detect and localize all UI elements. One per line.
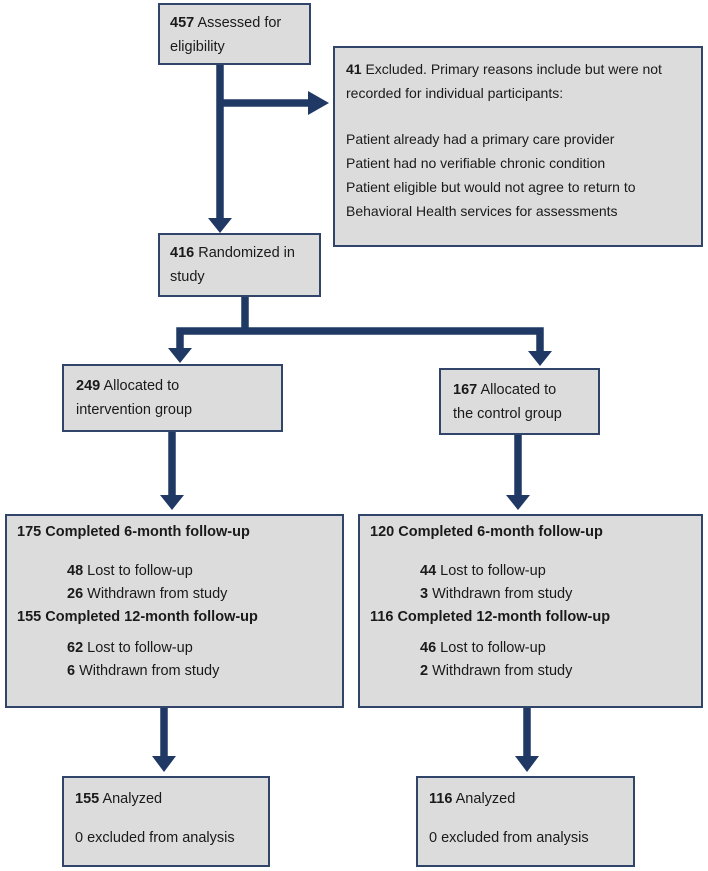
completed-12month-line: 116 Completed 12-month follow-up (370, 609, 611, 625)
arrowhead-down-icon (152, 756, 176, 772)
analyzed-control-line: 116 Analyzed (429, 791, 516, 807)
lost-6month-line: 48 Lost to follow-up (67, 563, 193, 579)
arrow-randomized-split (176, 327, 544, 352)
withdrawn-6month-line: 3 Withdrawn from study (420, 586, 573, 602)
lost-12month-line: 62 Lost to follow-up (67, 640, 193, 656)
lost-6month-line: 44 Lost to follow-up (420, 563, 546, 579)
withdrawn-12month-line: 2 Withdrawn from study (420, 663, 573, 679)
randomized-box: 416 Randomized in study (158, 233, 321, 297)
completed-6month-line: 175 Completed 6-month follow-up (17, 524, 250, 540)
excluded-count: 41 (346, 61, 362, 77)
allocated-control-box: 167 Allocated to the control group (439, 368, 600, 435)
allocated-control-count: 167 (453, 382, 478, 398)
lost-12month-line: 46 Lost to follow-up (420, 640, 546, 656)
excluded-from-analysis-line: 0 excluded from analysis (75, 830, 235, 846)
followup-intervention-box: 175 Completed 6-month follow-up 48 Lost … (5, 514, 344, 708)
excluded-from-analysis-line: 0 excluded from analysis (429, 830, 589, 846)
excluded-box: 41 Excluded. Primary reasons include but… (333, 46, 703, 247)
arrowhead-down-icon (528, 351, 552, 366)
arrowhead-down-icon (208, 218, 232, 233)
withdrawn-6month-line: 26 Withdrawn from study (67, 586, 228, 602)
withdrawn-12month-line: 6 Withdrawn from study (67, 663, 220, 679)
randomized-label: Randomized in study (170, 245, 295, 285)
allocated-intervention-count: 249 (76, 378, 101, 394)
followup-control-box: 120 Completed 6-month follow-up 44 Lost … (358, 514, 703, 708)
assessed-label: Assessed for eligibility (170, 15, 282, 55)
assessed-eligibility-box: 457 Assessed for eligibility (158, 3, 311, 65)
arrowhead-down-icon (515, 756, 539, 772)
allocated-intervention-box: 249 Allocated to intervention group (62, 364, 283, 432)
arrowhead-right-icon (308, 91, 329, 115)
analyzed-intervention-line: 155 Analyzed (75, 791, 163, 807)
arrowhead-down-icon (160, 495, 184, 510)
completed-12month-line: 155 Completed 12-month follow-up (17, 609, 258, 625)
analyzed-intervention-box: 155 Analyzed 0 excluded from analysis (62, 776, 270, 867)
completed-6month-line: 120 Completed 6-month follow-up (370, 524, 603, 540)
analyzed-control-box: 116 Analyzed 0 excluded from analysis (416, 776, 635, 867)
allocated-intervention-label: Allocated to intervention group (76, 378, 193, 418)
excluded-reasons: Patient already had a primary care provi… (346, 131, 636, 219)
arrowhead-down-icon (168, 348, 192, 363)
allocated-control-label: Allocated to the control group (453, 382, 562, 422)
assessed-count: 457 (170, 15, 195, 31)
arrowhead-down-icon (506, 495, 530, 510)
excluded-label: Excluded. Primary reasons include but we… (346, 61, 662, 101)
randomized-count: 416 (170, 245, 195, 261)
